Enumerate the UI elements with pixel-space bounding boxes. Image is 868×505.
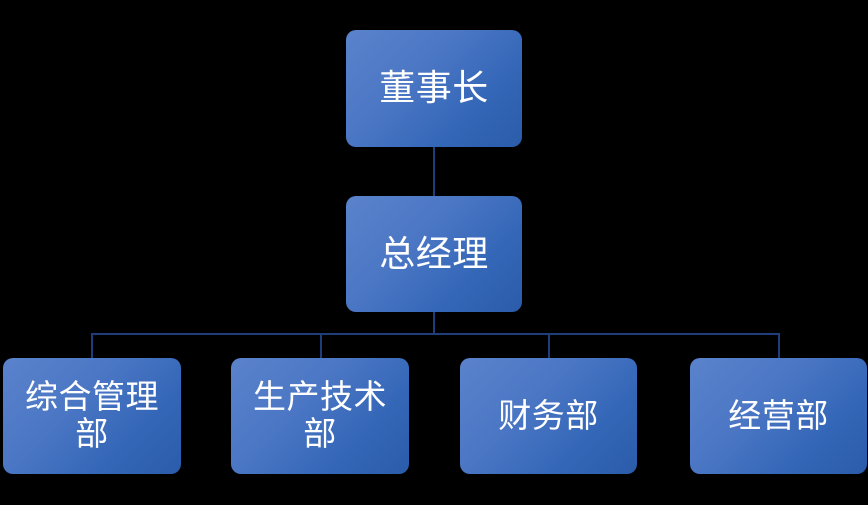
org-node-general-manager[interactable]: 总经理 xyxy=(346,196,522,312)
org-node-dept-2[interactable]: 财务部 xyxy=(460,358,637,474)
org-node-dept-1-label: 生产技术部 xyxy=(253,378,387,452)
connector-general-manager-stem xyxy=(433,312,435,334)
connector-drop-dept-2 xyxy=(548,333,550,358)
org-node-chairman-label: 董事长 xyxy=(379,67,489,109)
connector-drop-dept-3 xyxy=(778,333,780,358)
org-node-dept-1[interactable]: 生产技术部 xyxy=(231,358,409,474)
org-node-dept-3[interactable]: 经营部 xyxy=(690,358,867,474)
connector-department-bus xyxy=(91,333,780,335)
org-node-chairman[interactable]: 董事长 xyxy=(346,30,522,147)
org-node-general-manager-label: 总经理 xyxy=(379,232,489,274)
connector-drop-dept-0 xyxy=(91,333,93,358)
org-node-dept-0-label: 综合管理部 xyxy=(25,378,159,452)
org-node-dept-2-label: 财务部 xyxy=(498,396,599,434)
connector-chairman-to-general-manager xyxy=(433,147,435,196)
org-node-dept-0[interactable]: 综合管理部 xyxy=(3,358,181,474)
connector-drop-dept-1 xyxy=(320,333,322,358)
org-node-dept-3-label: 经营部 xyxy=(728,396,829,434)
